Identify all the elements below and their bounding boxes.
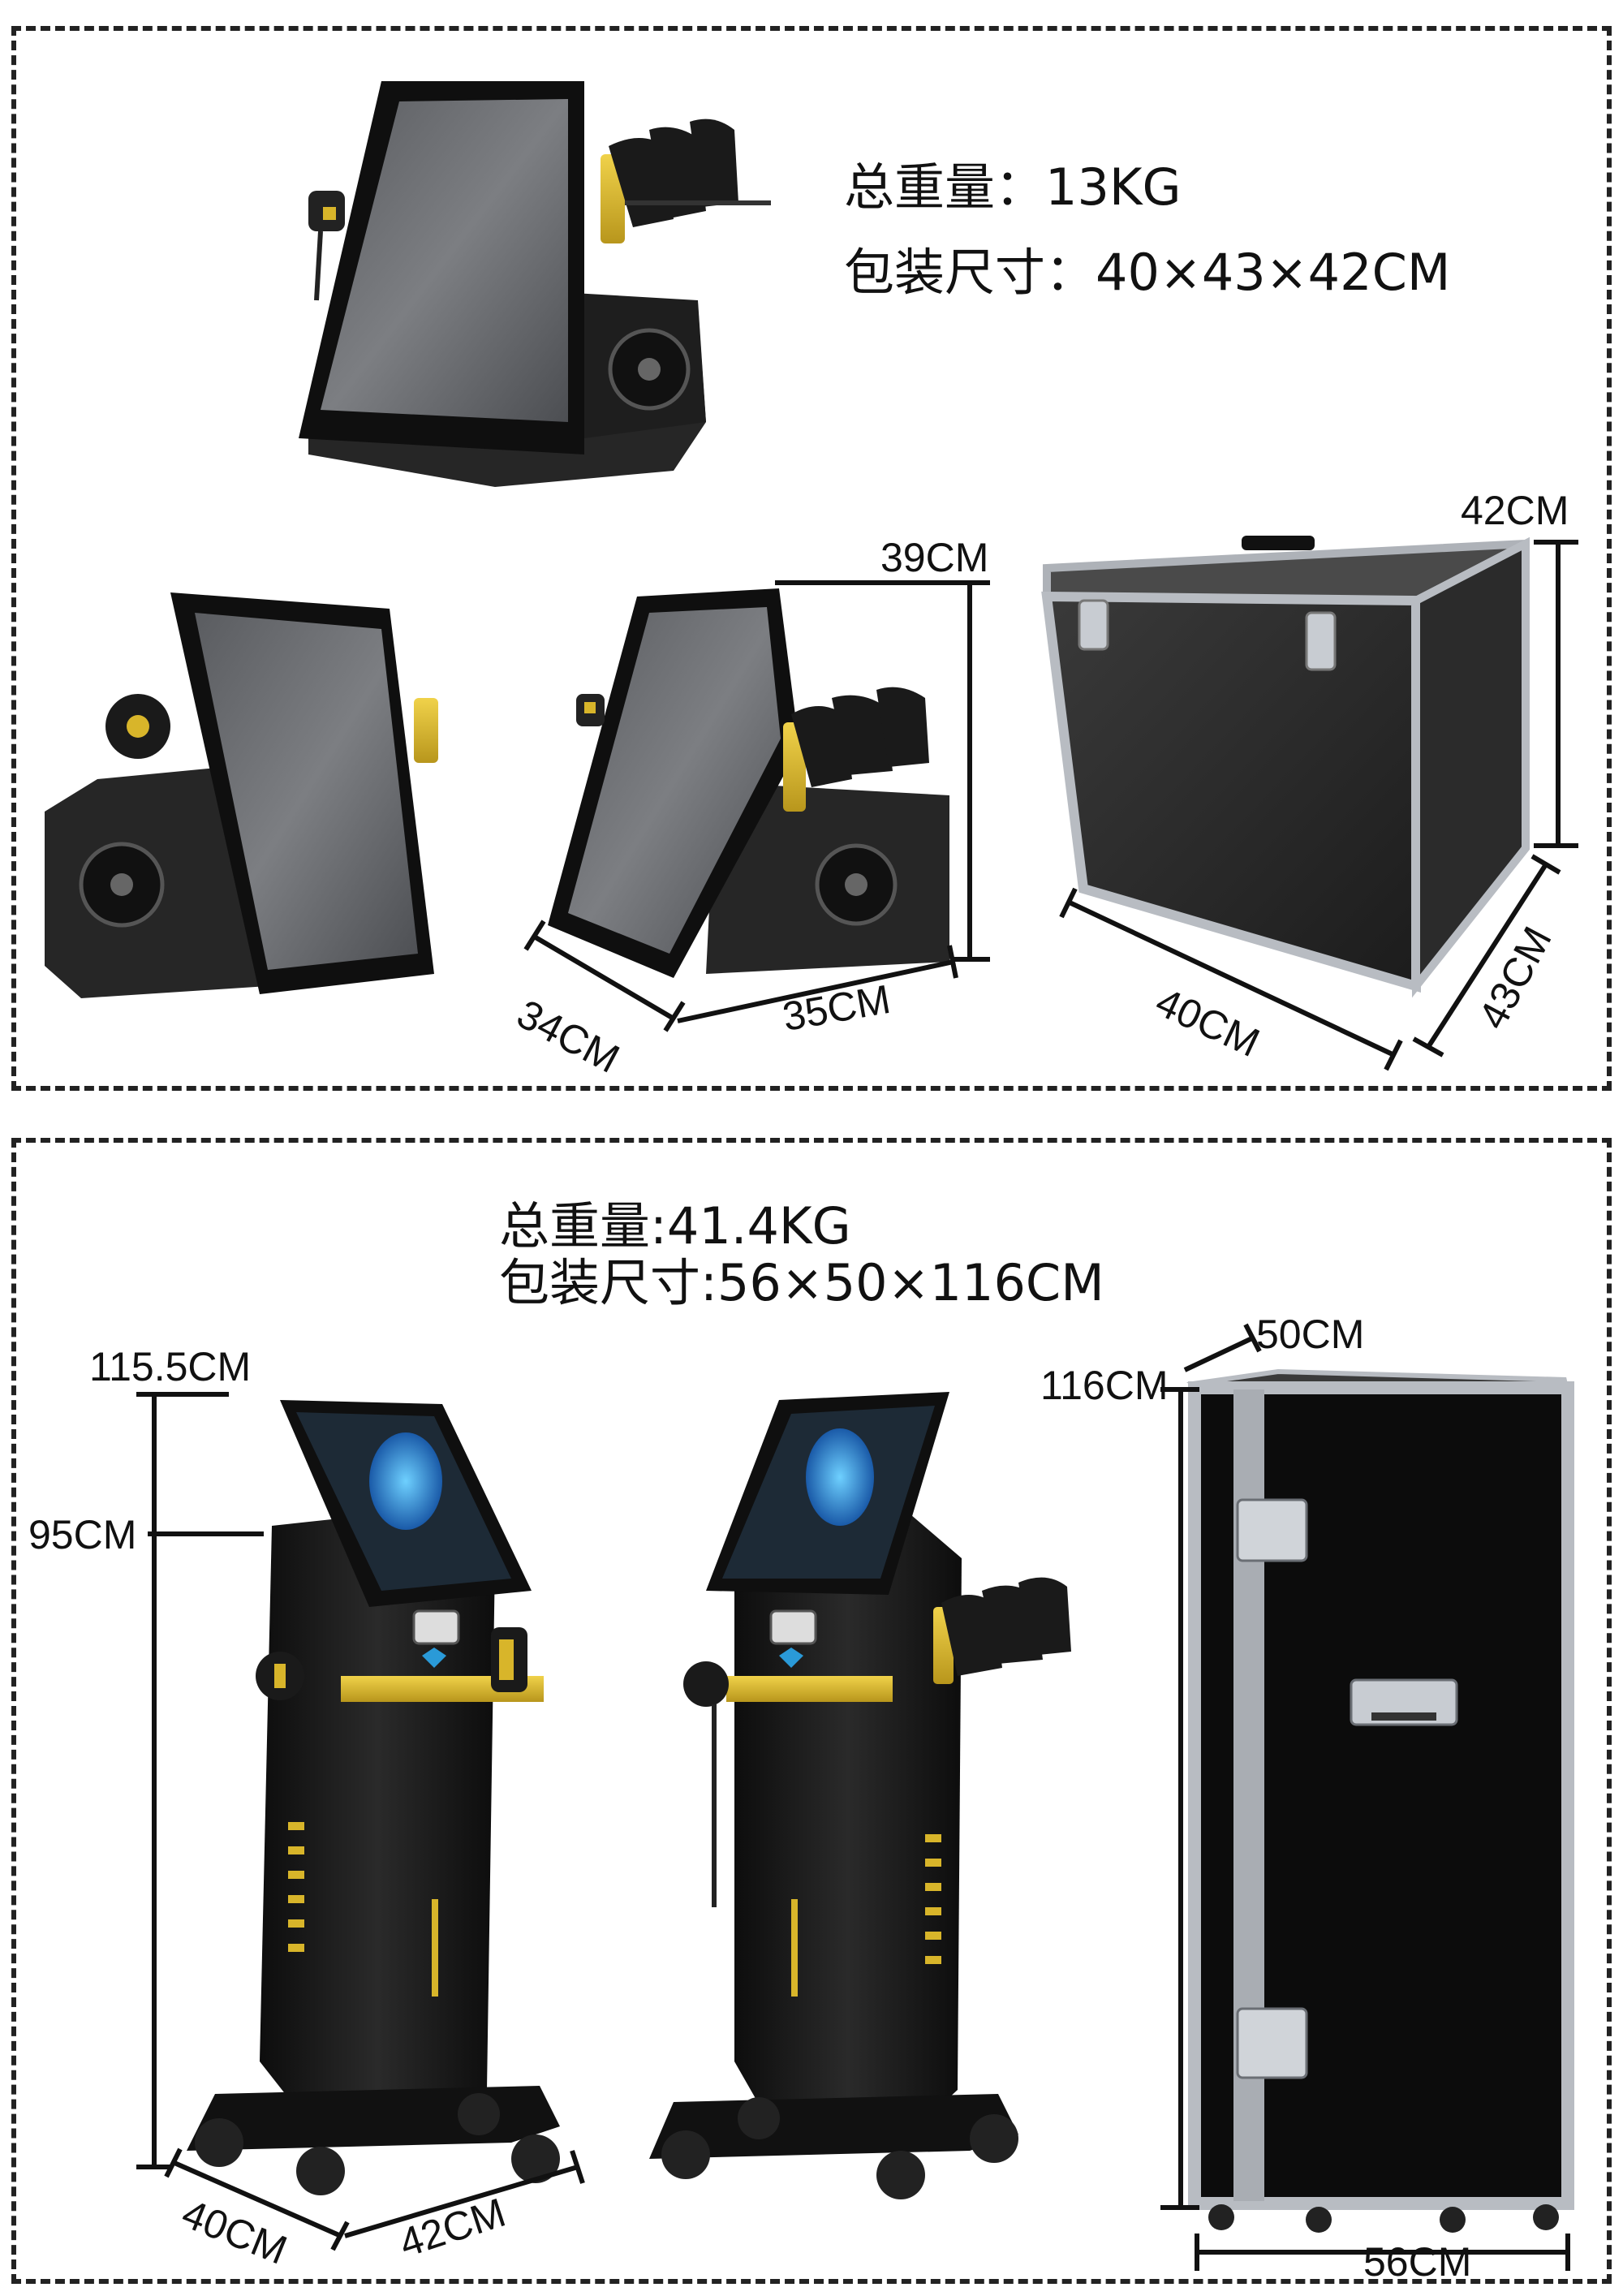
- dimension-lines-machine-top: [523, 580, 990, 1032]
- bottom-panel: [11, 1138, 1612, 2284]
- caster-wheel: [296, 2147, 345, 2195]
- device-standing-right: [649, 1392, 1071, 2199]
- flight-case-small: [1041, 536, 1530, 998]
- top-panel: [11, 26, 1612, 1091]
- flight-case-tall: [1186, 1368, 1574, 2233]
- caster-wheel: [511, 2134, 560, 2183]
- caster-wheel: [1208, 2204, 1234, 2230]
- dimension-lines-standing: [136, 1392, 585, 2251]
- caster-wheel: [1440, 2207, 1466, 2233]
- device-tabletop-dimensioned: [548, 588, 949, 978]
- caster-wheel: [661, 2130, 710, 2179]
- latch-left: [1078, 599, 1109, 651]
- dim-label-case-height-top: 42CM: [1461, 488, 1569, 533]
- caster-wheel: [458, 2093, 500, 2135]
- caster-wheel: [1306, 2207, 1332, 2233]
- caster-wheel: [876, 2151, 925, 2199]
- caster-wheel: [195, 2118, 243, 2167]
- hinge-latch-bottom: [1236, 2007, 1308, 2079]
- top-weight-text: 总重量：13KG: [844, 157, 1182, 217]
- caster-wheel: [970, 2114, 1018, 2163]
- dimension-lines-case-tall: [1160, 1323, 1570, 2271]
- device-standing-left: [187, 1400, 560, 2195]
- hinge-latch-top: [1236, 1498, 1308, 1562]
- dim-label-case-depth-bottom: 50CM: [1256, 1312, 1365, 1357]
- face-display: [806, 1428, 874, 1526]
- gold-band: [726, 1676, 893, 1702]
- caster-wheel: [738, 2097, 780, 2139]
- device-tabletop-left-view: [45, 592, 438, 998]
- latch-right: [1305, 611, 1337, 671]
- handpiece-group: [601, 118, 771, 243]
- dim-label-case-width-bottom: 56CM: [1363, 2239, 1472, 2285]
- dim-label-case-height-bottom: 116CM: [1040, 1363, 1169, 1408]
- dim-label-total-height: 115.5CM: [89, 1344, 252, 1389]
- bottom-weight-text: 总重量:41.4KG: [499, 1196, 851, 1256]
- device-tabletop-front: [299, 81, 771, 487]
- bottom-size-text: 包装尺寸:56×50×116CM: [499, 1253, 1104, 1312]
- dim-label-body-height: 95CM: [28, 1512, 137, 1557]
- face-display: [369, 1432, 442, 1530]
- caster-wheel: [1533, 2204, 1559, 2230]
- top-size-text: 包装尺寸：40×43×42CM: [844, 243, 1451, 302]
- dimension-lines-case-top: [1059, 540, 1578, 1071]
- dim-label-height-top: 39CM: [880, 535, 989, 580]
